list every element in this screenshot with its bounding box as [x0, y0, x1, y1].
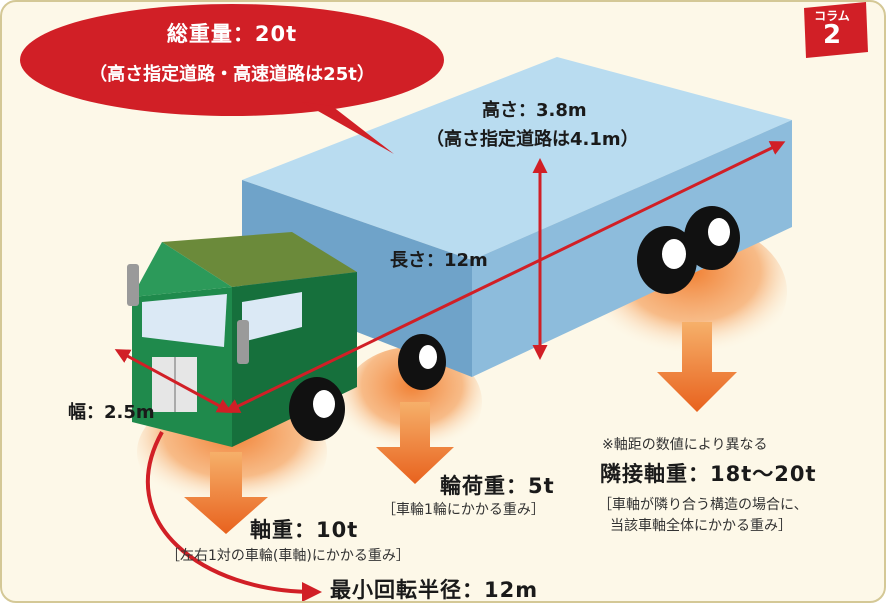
wheel-load-title: 輪荷重：5t: [440, 474, 555, 498]
tandem-note-line2: 当該車軸全体にかかる重み］: [610, 518, 792, 534]
badge-label: コラム: [814, 9, 850, 23]
total-weight-bubble: [20, 4, 444, 154]
turning-radius-arrow: [145, 431, 322, 601]
tandem-remark: ※軸距の数値により異なる: [602, 437, 768, 453]
length-label: 長さ：12m: [390, 250, 488, 271]
column-badge: [804, 2, 868, 58]
axle-load-title: 軸重：10t: [250, 518, 359, 542]
badge-number: 2: [822, 20, 842, 50]
tandem-load-title: 隣接軸重：18t〜20t: [600, 462, 817, 486]
width-arrow: [114, 349, 233, 413]
wheel-load-note: ［車輪1輪にかかる重み］: [382, 502, 545, 518]
turning-radius-label: 最小回転半径：12m: [330, 578, 539, 602]
axle-load-arrow: [184, 452, 268, 534]
width-label: 幅：2.5m: [68, 402, 155, 423]
tandem-load-arrow: [657, 322, 737, 412]
axle-load-note: ［左右1対の車輪(車軸)にかかる重み］: [166, 548, 410, 564]
length-arrow: [224, 141, 786, 413]
tandem-note-line1: ［車軸が隣り合う構造の場合に、: [598, 497, 808, 513]
total-weight-subtitle: （高さ指定道路・高速道路は25t）: [89, 64, 375, 85]
height-label: 高さ：3.8m: [482, 100, 587, 121]
front-wheel: [289, 377, 345, 441]
wheel-load-arrow: [376, 402, 454, 484]
total-weight-title: 総重量：20t: [166, 22, 298, 46]
height-note: （高さ指定道路は4.1m）: [426, 129, 639, 150]
